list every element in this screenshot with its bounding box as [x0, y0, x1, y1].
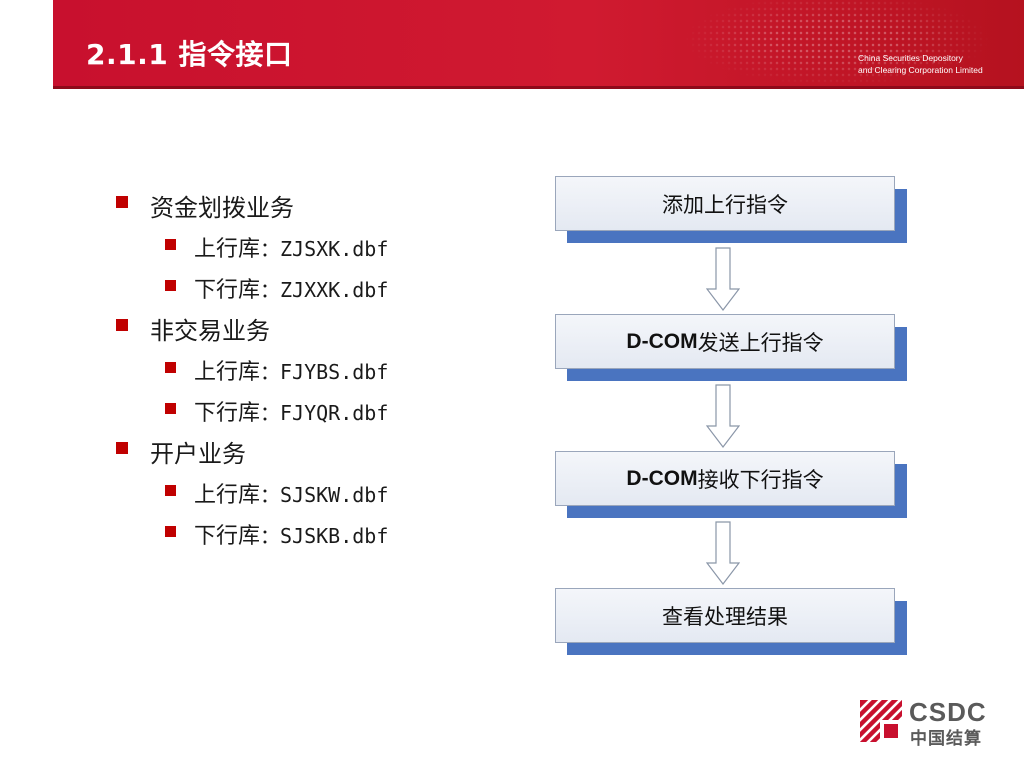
header-banner [53, 0, 1024, 88]
header-underline [53, 86, 1024, 89]
flow-step-latin: D-COM [626, 466, 698, 490]
list-subitem-prefix: 下行库 [194, 401, 261, 426]
flow-step-latin: D-COM [626, 329, 698, 353]
down-arrow-icon [706, 247, 740, 311]
list-item: 开户业务 [116, 434, 246, 469]
bullet-square-icon [165, 239, 176, 250]
down-arrow-icon [706, 521, 740, 585]
bullet-square-icon [116, 442, 128, 454]
list-subitem: 上行库：FJYBS.dbf [165, 354, 389, 386]
list-subitem-prefix: 下行库 [194, 524, 261, 549]
list-subitem: 上行库：SJSKW.dbf [165, 477, 389, 509]
flow-step-text: 添加上行指令 [662, 192, 788, 217]
bullet-square-icon [165, 280, 176, 291]
bullet-square-icon [165, 362, 176, 373]
list-subitem: 下行库：ZJXXK.dbf [165, 272, 389, 304]
list-subitem-file: ：FJYQR.dbf [260, 401, 389, 425]
company-name-line-1: China Securities Depository [858, 53, 963, 63]
list-item-label: 非交易业务 [150, 317, 270, 345]
list-subitem: 上行库：ZJSXK.dbf [165, 231, 389, 263]
logo-text-cn: 中国结算 [910, 729, 982, 749]
list-subitem: 下行库：SJSKB.dbf [165, 518, 389, 550]
list-item-label: 资金划拨业务 [150, 194, 294, 222]
list-subitem-prefix: 上行库 [194, 483, 261, 508]
list-item: 非交易业务 [116, 311, 270, 346]
csdc-logo: CSDC 中国结算 [860, 697, 992, 749]
flow-step-text: 查看处理结果 [662, 604, 788, 629]
list-subitem-file: ：ZJXXK.dbf [260, 278, 389, 302]
list-subitem-file: ：ZJSXK.dbf [260, 237, 389, 261]
bullet-square-icon [165, 485, 176, 496]
bullet-square-icon [116, 319, 128, 331]
page-title: 2.1.1 指令接口 [86, 38, 293, 71]
company-name-line-2: and Clearing Corporation Limited [858, 65, 983, 75]
flow-step-text: 接收下行指令 [697, 467, 824, 492]
list-item: 资金划拨业务 [116, 188, 294, 223]
csdc-logo-mark-icon [860, 700, 902, 742]
list-subitem-prefix: 下行库 [194, 278, 261, 303]
world-map-dots [684, 0, 1024, 88]
company-name: China Securities Depository and Clearing… [858, 52, 1008, 76]
list-item-label: 开户业务 [150, 440, 246, 468]
flow-step-view-result: 查看处理结果 [555, 588, 895, 643]
logo-text-en: CSDC [909, 697, 987, 727]
list-subitem-prefix: 上行库 [194, 360, 261, 385]
list-subitem: 下行库：FJYQR.dbf [165, 395, 389, 427]
list-subitem-file: ：FJYBS.dbf [260, 360, 389, 384]
bullet-square-icon [165, 403, 176, 414]
bullet-square-icon [165, 526, 176, 537]
down-arrow-icon [706, 384, 740, 448]
list-subitem-prefix: 上行库 [194, 237, 261, 262]
bullet-square-icon [116, 196, 128, 208]
flow-step-text: 发送上行指令 [697, 330, 824, 355]
flow-step-add-uplink: 添加上行指令 [555, 176, 895, 231]
list-subitem-file: ：SJSKW.dbf [260, 483, 389, 507]
list-subitem-file: ：SJSKB.dbf [260, 524, 389, 548]
